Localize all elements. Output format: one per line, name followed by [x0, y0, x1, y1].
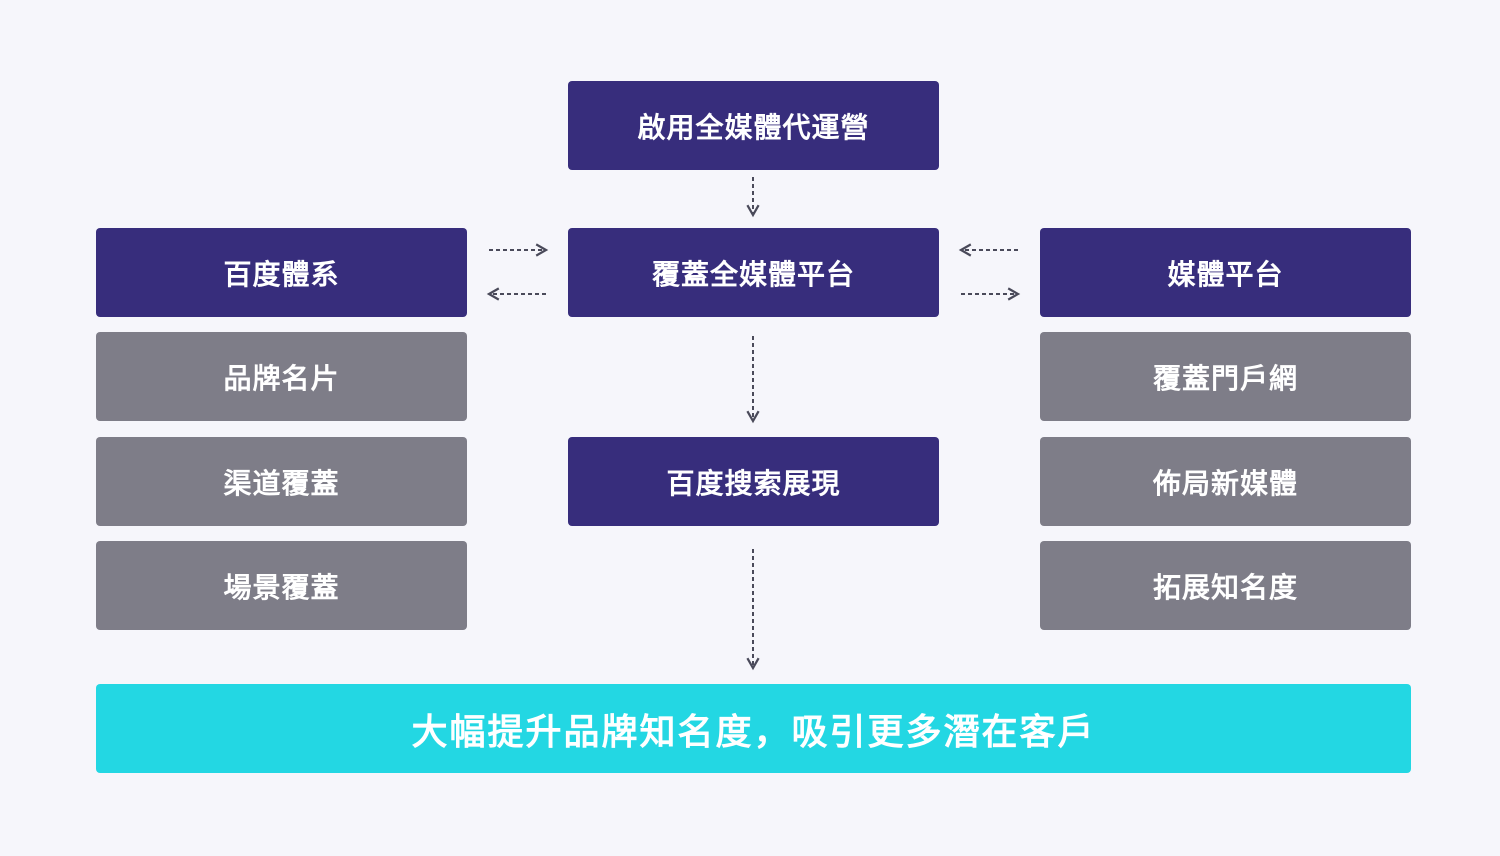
right-item-box: 佈局新媒體 [1040, 437, 1411, 526]
right-item-box: 拓展知名度 [1040, 541, 1411, 630]
left-header-box: 百度體系 [96, 228, 467, 317]
top-box-label: 啟用全媒體代運營 [637, 110, 870, 144]
search-box-label: 百度搜索展現 [666, 466, 841, 500]
left-header-label: 百度體系 [223, 257, 340, 291]
left-item-label: 渠道覆蓋 [223, 466, 340, 500]
left-item-box: 場景覆蓋 [96, 541, 467, 630]
search-box: 百度搜索展現 [568, 437, 939, 526]
result-banner: 大幅提升品牌知名度，吸引更多潛在客戶 [96, 684, 1411, 773]
result-banner-label: 大幅提升品牌知名度，吸引更多潛在客戶 [411, 711, 1096, 753]
left-item-box: 品牌名片 [96, 332, 467, 421]
right-item-label: 拓展知名度 [1152, 570, 1298, 604]
left-item-label: 場景覆蓋 [223, 570, 340, 604]
right-item-label: 覆蓋門戶網 [1152, 361, 1298, 395]
right-header-box: 媒體平台 [1040, 228, 1411, 317]
hub-box: 覆蓋全媒體平台 [568, 228, 939, 317]
top-box: 啟用全媒體代運營 [568, 81, 939, 170]
left-item-box: 渠道覆蓋 [96, 437, 467, 526]
left-item-label: 品牌名片 [223, 361, 340, 395]
right-item-box: 覆蓋門戶網 [1040, 332, 1411, 421]
right-header-label: 媒體平台 [1167, 257, 1284, 291]
right-item-label: 佈局新媒體 [1152, 466, 1298, 500]
hub-box-label: 覆蓋全媒體平台 [651, 257, 855, 291]
